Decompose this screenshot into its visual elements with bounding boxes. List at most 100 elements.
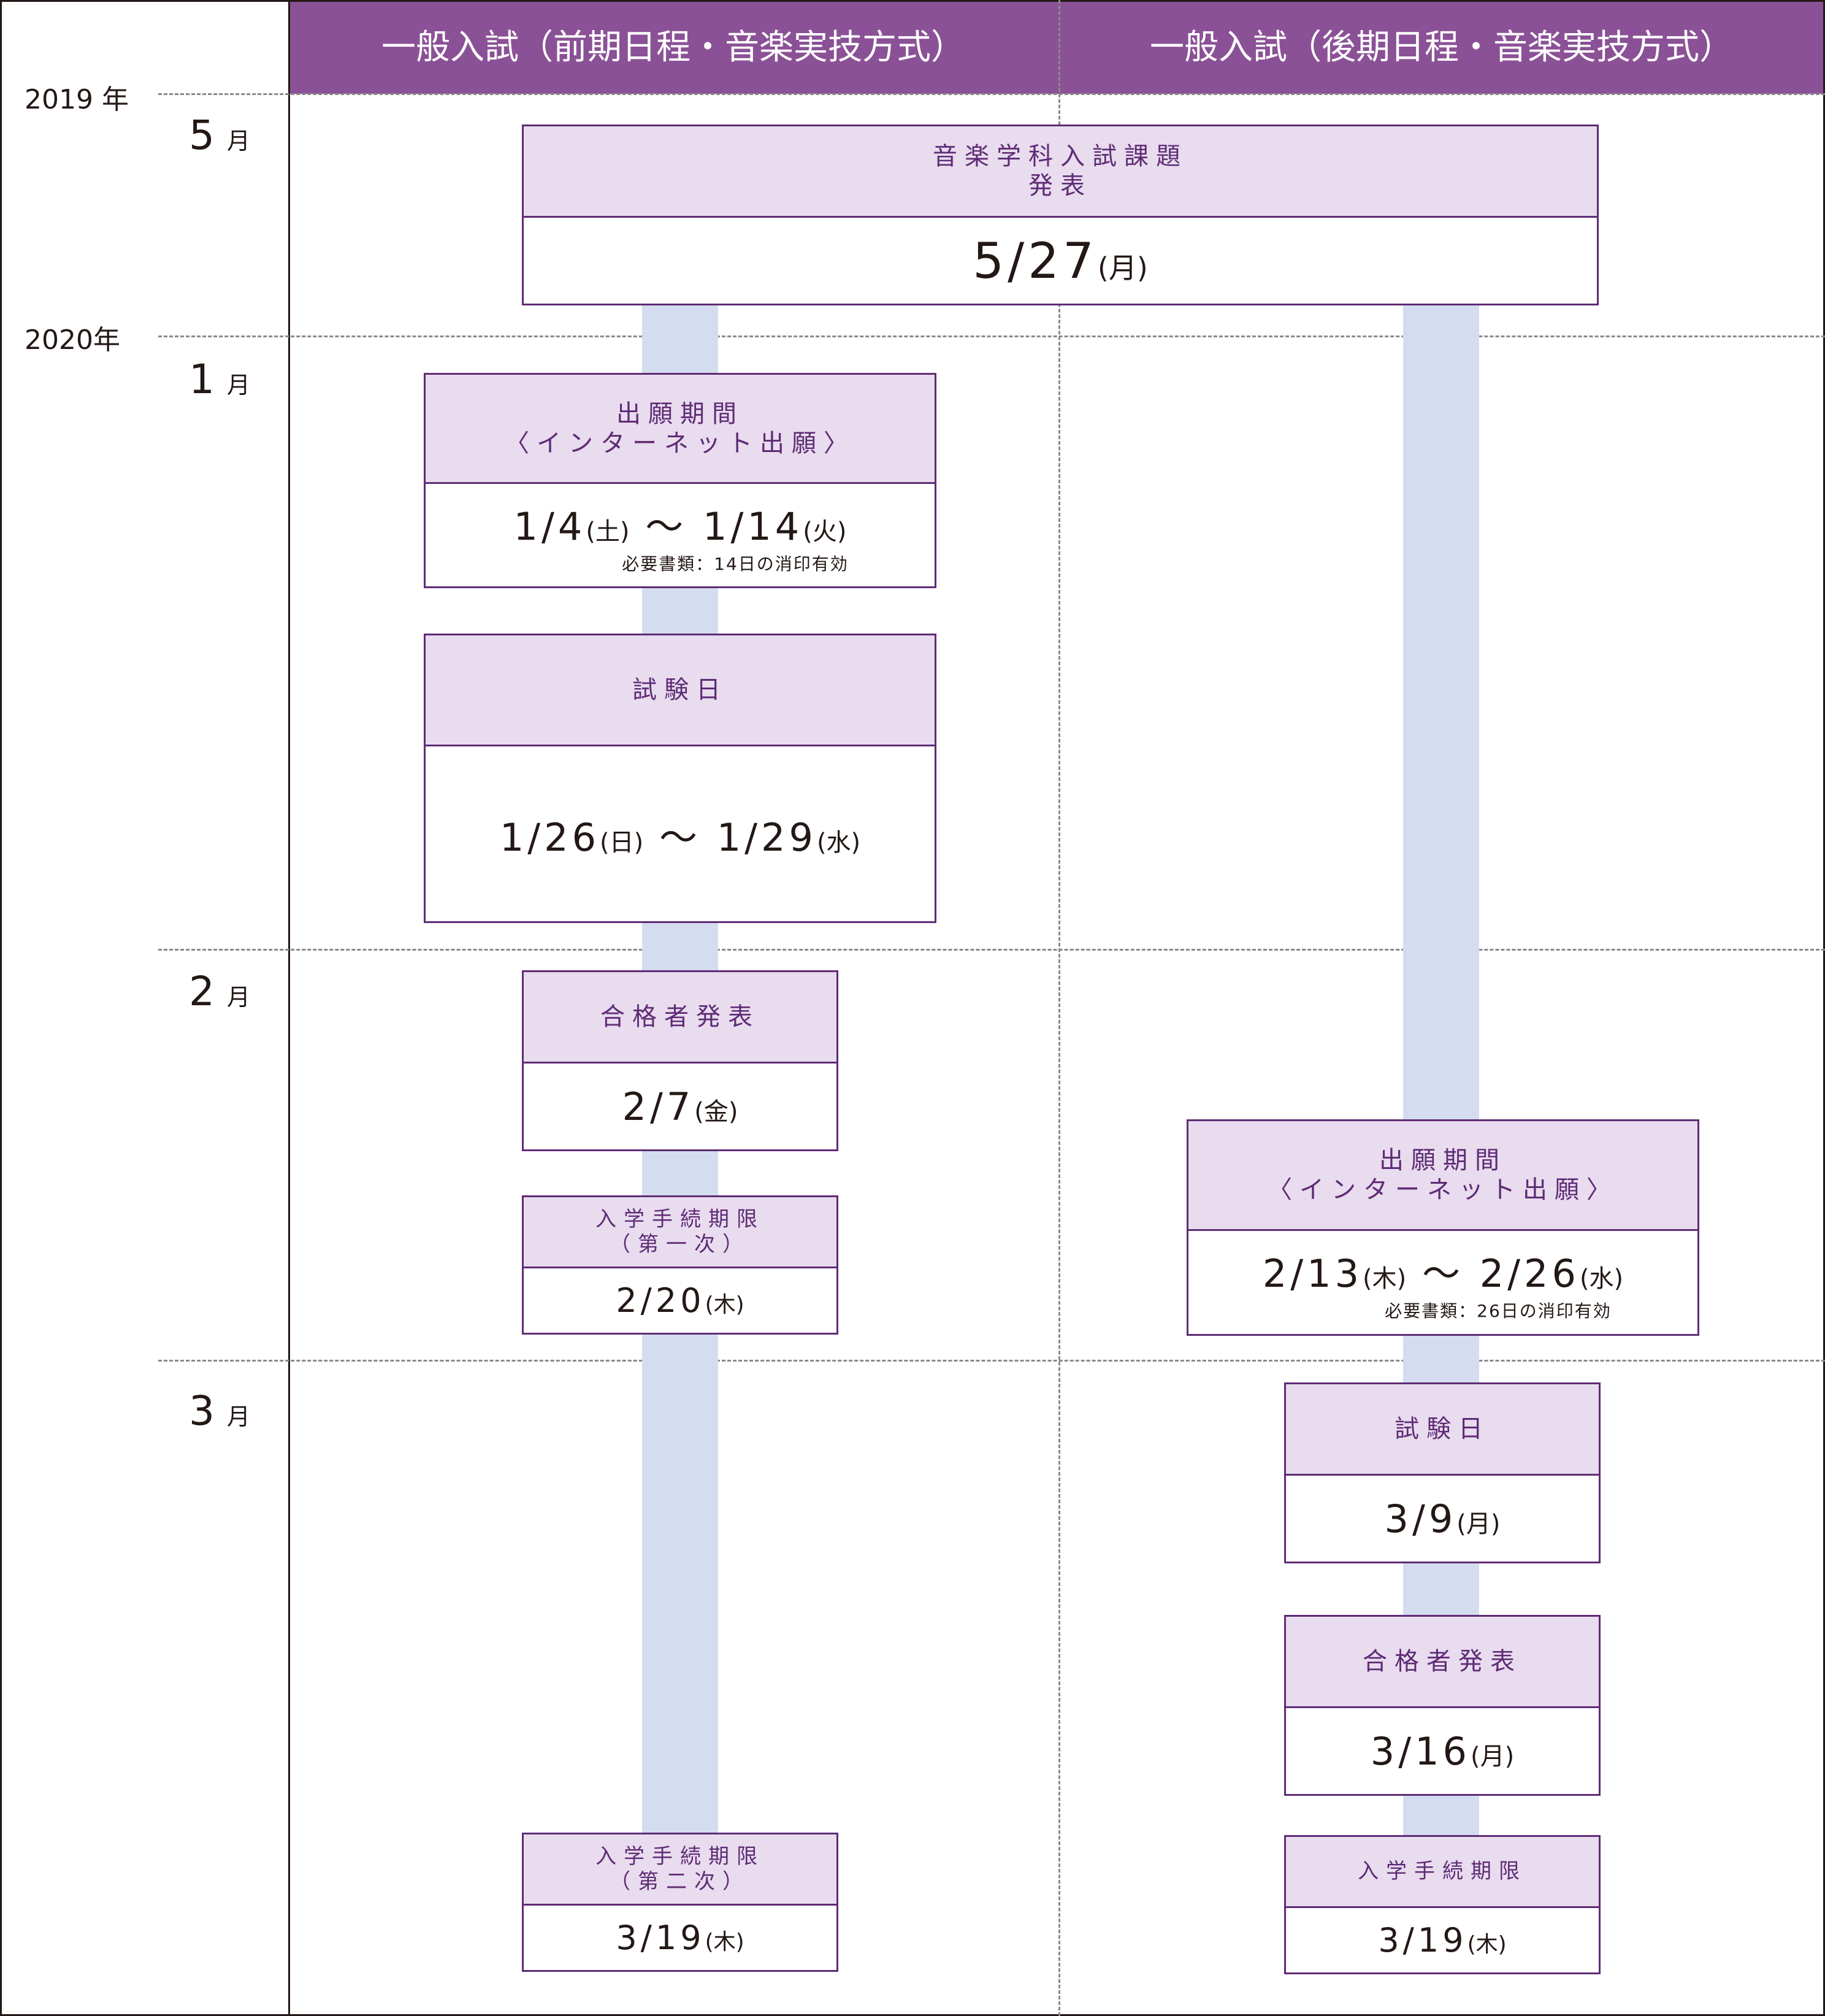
- box-title: 試験日: [632, 676, 728, 704]
- timeline-bar-second-term: [1403, 301, 1479, 1840]
- weekday: (木): [1363, 1265, 1407, 1293]
- second-term-apply-body: 2/13(木) ～ 2/26(水) 必要書類：26日の消印有効: [1188, 1231, 1697, 1334]
- date-value: 2/26: [1479, 1251, 1580, 1296]
- box-title: 合格者発表: [1363, 1647, 1522, 1676]
- date-text: 3/9(月): [1385, 1497, 1501, 1541]
- month-number: 3: [189, 1387, 215, 1435]
- header-band: [290, 2, 1823, 94]
- date-value: 2/7: [622, 1084, 695, 1129]
- column-header-second-term: 一般入試（後期日程・音楽実技方式）: [1150, 28, 1734, 67]
- month-divider-mar: [158, 1360, 1825, 1362]
- first-term-exam-body: 1/26(日) ～ 1/29(水): [426, 746, 935, 921]
- first-term-procedure1-box: 入学手続期限 （第一次） 2/20(木): [522, 1195, 838, 1335]
- tilde: ～: [659, 814, 701, 860]
- first-term-procedure2-body: 3/19(木): [524, 1906, 836, 1970]
- month-number: 2: [189, 968, 215, 1015]
- box-title: 入学手続期限: [595, 1206, 765, 1232]
- first-term-result-header: 合格者発表: [524, 972, 836, 1064]
- box-title: 音楽学科入試課題: [933, 142, 1188, 171]
- box-title: 発表: [1028, 172, 1092, 200]
- date-value: 2/13: [1262, 1251, 1363, 1296]
- weekday: (月): [1471, 1742, 1515, 1771]
- second-term-procedure-header: 入学手続期限: [1286, 1837, 1599, 1908]
- date-value: 3/16: [1370, 1728, 1471, 1774]
- date-range: 1/26(日) ～ 1/29(水): [500, 807, 860, 862]
- column-header-first-term: 一般入試（前期日程・音楽実技方式）: [381, 28, 965, 67]
- first-term-result-box: 合格者発表 2/7(金): [522, 970, 838, 1151]
- second-term-result-body: 3/16(月): [1286, 1708, 1599, 1794]
- date-value: 3/19: [1378, 1921, 1467, 1960]
- first-term-procedure1-header: 入学手続期限 （第一次）: [524, 1197, 836, 1268]
- box-title: （第一次）: [610, 1232, 751, 1257]
- box-title: 出願期間: [616, 399, 744, 428]
- month-unit: 月: [227, 128, 251, 155]
- column-divider: [1058, 0, 1060, 2016]
- month-number: 1: [189, 356, 215, 403]
- date-value: 3/19: [616, 1918, 705, 1957]
- month-number: 5: [189, 112, 215, 159]
- date-value: 1/29: [716, 814, 817, 860]
- announcement-box: 音楽学科入試課題 発表 5/27(月): [522, 125, 1599, 305]
- first-term-procedure1-body: 2/20(木): [524, 1268, 836, 1333]
- announcement-header: 音楽学科入試課題 発表: [524, 126, 1597, 218]
- first-term-exam-header: 試験日: [426, 635, 935, 746]
- date-text: 2/20(木): [616, 1281, 744, 1320]
- second-term-procedure-box: 入学手続期限 3/19(木): [1284, 1835, 1601, 1974]
- year-label-2020: 2020年: [25, 324, 120, 356]
- second-term-apply-box: 出願期間 〈インターネット出願〉 2/13(木) ～ 2/26(水) 必要書類：…: [1187, 1119, 1699, 1336]
- tilde: ～: [1421, 1251, 1464, 1296]
- box-title: 〈インターネット出願〉: [505, 429, 855, 458]
- document-note: 必要書類：26日の消印有効: [1385, 1301, 1612, 1321]
- first-term-apply-box: 出願期間 〈インターネット出願〉 1/4(土) ～ 1/14(火) 必要書類：1…: [424, 373, 936, 588]
- month-unit: 月: [227, 372, 251, 399]
- second-term-procedure-body: 3/19(木): [1286, 1908, 1599, 1972]
- box-title: 試験日: [1395, 1415, 1490, 1443]
- date-value: 1/14: [703, 504, 803, 549]
- month-unit: 月: [227, 1403, 251, 1430]
- timeline-separator: [288, 0, 290, 2016]
- second-term-exam-box: 試験日 3/9(月): [1284, 1382, 1601, 1563]
- document-note: 必要書類：14日の消印有効: [622, 553, 849, 574]
- second-term-result-box: 合格者発表 3/16(月): [1284, 1615, 1601, 1796]
- first-term-procedure2-box: 入学手続期限 （第二次） 3/19(木): [522, 1833, 838, 1972]
- box-title: 合格者発表: [600, 1003, 760, 1031]
- date-value: 5/27: [973, 232, 1098, 289]
- month-divider-feb: [158, 949, 1825, 951]
- box-title: 出願期間: [1379, 1146, 1507, 1175]
- weekday: (日): [600, 828, 644, 857]
- second-term-exam-body: 3/9(月): [1286, 1476, 1599, 1562]
- weekday: (木): [705, 1930, 744, 1955]
- second-term-apply-header: 出願期間 〈インターネット出願〉: [1188, 1121, 1697, 1231]
- weekday: (土): [586, 517, 630, 546]
- first-term-procedure2-header: 入学手続期限 （第二次）: [524, 1834, 836, 1906]
- box-title: （第二次）: [610, 1869, 751, 1894]
- month-unit: 月: [227, 984, 251, 1011]
- weekday: (月): [1456, 1509, 1501, 1538]
- date-text: 3/19(木): [1378, 1921, 1506, 1960]
- date-value: 2/20: [616, 1281, 705, 1320]
- second-term-exam-header: 試験日: [1286, 1384, 1599, 1476]
- weekday: (水): [1579, 1265, 1624, 1293]
- date-range: 1/4(土) ～ 1/14(火): [514, 496, 847, 551]
- year-divider-2020: [158, 335, 1825, 337]
- weekday: (火): [803, 517, 847, 546]
- announcement-body: 5/27(月): [524, 218, 1597, 304]
- date-text: 3/19(木): [616, 1918, 744, 1957]
- first-term-result-body: 2/7(金): [524, 1064, 836, 1149]
- first-term-apply-header: 出願期間 〈インターネット出願〉: [426, 375, 935, 484]
- date-value: 3/9: [1384, 1496, 1457, 1541]
- box-title: 入学手続期限: [595, 1844, 765, 1869]
- date-text: 2/7(金): [622, 1084, 738, 1129]
- year-label-2019: 2019 年: [25, 84, 129, 115]
- weekday: (月): [1097, 251, 1148, 285]
- date-value: 1/26: [499, 814, 600, 860]
- second-term-result-header: 合格者発表: [1286, 1617, 1599, 1708]
- tilde: ～: [645, 504, 687, 549]
- box-title: 〈インターネット出願〉: [1268, 1176, 1618, 1204]
- first-term-apply-body: 1/4(土) ～ 1/14(火) 必要書類：14日の消印有効: [426, 484, 935, 586]
